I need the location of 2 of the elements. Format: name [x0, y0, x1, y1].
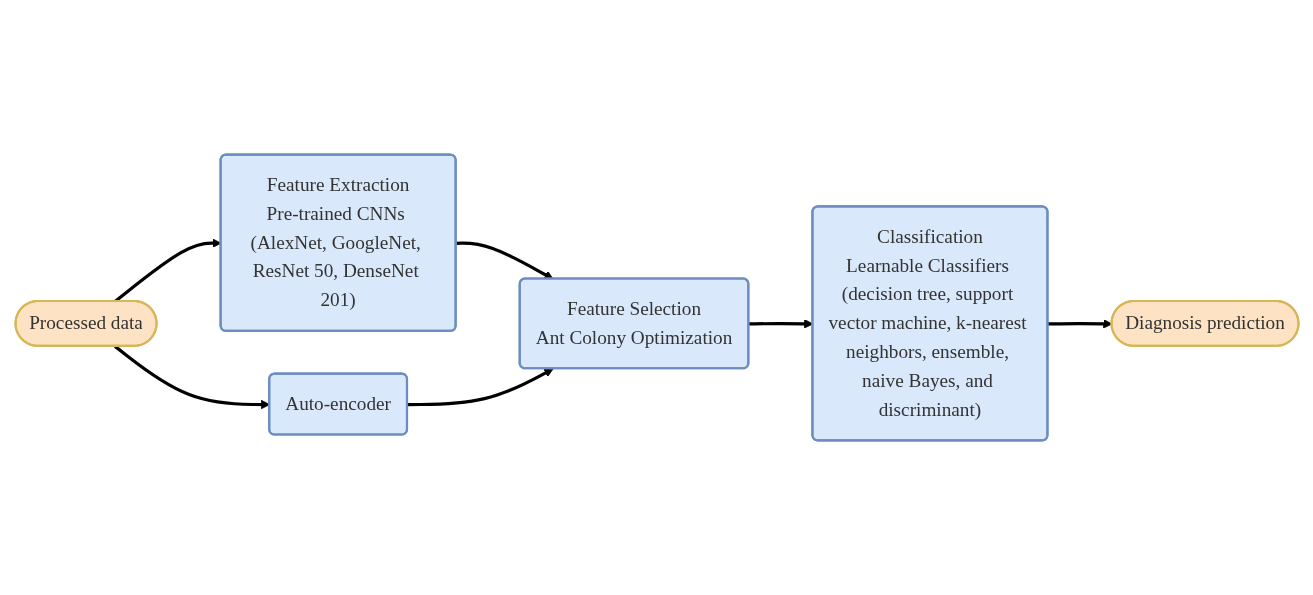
- arrow: [407, 368, 554, 407]
- arrow: [1047, 319, 1112, 329]
